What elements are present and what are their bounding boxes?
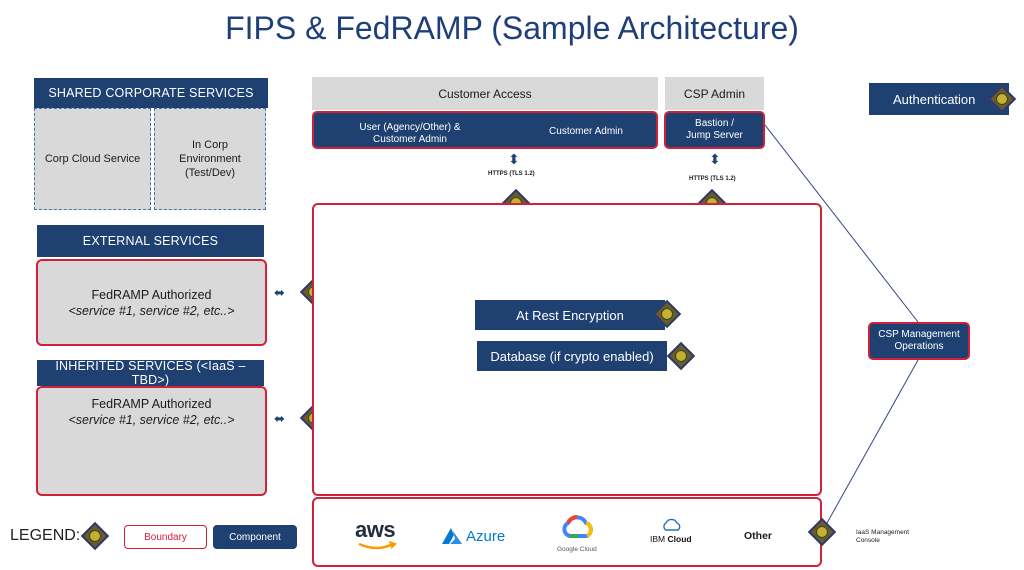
customer-vertical-arrow-icon: ⬍ xyxy=(508,151,520,167)
bastion-line1: Bastion / xyxy=(695,118,734,129)
fips-seal-icon xyxy=(666,341,696,371)
aws-logo-text: aws xyxy=(355,517,396,542)
corp-env-line3: (Test/Dev) xyxy=(184,167,236,179)
fips-seal-icon xyxy=(987,84,1017,114)
customer-access-header: Customer Access xyxy=(312,77,658,110)
corp-env-line2: Environment xyxy=(179,153,241,165)
corp-env-line1: In Corp xyxy=(191,139,229,151)
google-cloud-logo-text: Google Cloud xyxy=(557,546,597,553)
csp-https-label: HTTPS (TLS 1.2) xyxy=(689,176,736,182)
ibm-cloud-logo-text: IBM Cloud xyxy=(650,534,692,544)
external-services-box: FedRAMP Authorized <service #1, service … xyxy=(36,259,267,346)
csp-admin-header: CSP Admin xyxy=(665,77,764,110)
legend-boundary-label: Boundary xyxy=(144,531,187,543)
fips-seal-icon xyxy=(652,299,682,329)
at-rest-encryption-label: At Rest Encryption xyxy=(516,307,624,323)
inherited-fedramp-label: FedRAMP Authorized xyxy=(91,397,212,411)
authentication-box: Authentication xyxy=(869,83,1009,115)
iaas-mgmt-line1: IaaS Management xyxy=(856,529,910,536)
page-title: FIPS & FedRAMP (Sample Architecture) xyxy=(225,10,799,46)
external-services-list: <service #1, service #2, etc..> xyxy=(68,303,235,318)
google-cloud-icon xyxy=(562,515,593,538)
corp-environment-box: In Corp Environment (Test/Dev) xyxy=(154,108,266,210)
database-label: Database (if crypto enabled) xyxy=(490,348,654,364)
customer-access-box: User (Agency/Other) & Customer Admin Cus… xyxy=(312,111,658,149)
csp-mgmt-line1: CSP Management xyxy=(878,329,960,340)
at-rest-encryption-box: At Rest Encryption xyxy=(475,300,665,330)
inherited-services-box: FedRAMP Authorized <service #1, service … xyxy=(36,386,267,496)
fips-seal-icon xyxy=(80,521,110,551)
database-box: Database (if crypto enabled) xyxy=(477,341,667,371)
ibm-cloud-logo: IBM Cloud xyxy=(650,518,696,548)
csp-mgmt-to-console-line xyxy=(821,359,919,533)
fips-seal-icon xyxy=(807,517,837,547)
legend-label: LEGEND: xyxy=(10,527,81,544)
aws-smile-icon xyxy=(358,541,397,550)
legend-boundary: Boundary xyxy=(124,525,207,549)
corp-cloud-service-box: Corp Cloud Service xyxy=(34,108,151,210)
external-double-arrow-icon: ⬌ xyxy=(274,285,285,300)
ibm-cloud-word: Cloud xyxy=(667,534,692,544)
csp-vertical-arrow-icon: ⬍ xyxy=(709,151,721,167)
azure-icon xyxy=(442,528,462,544)
csp-mgmt-line2: Operations xyxy=(894,341,944,352)
other-provider-label: Other xyxy=(744,530,773,542)
legend-component: Component xyxy=(213,525,297,549)
iaas-management-console-label: IaaS Management Console xyxy=(856,529,909,545)
bastion-line2: Jump Server xyxy=(686,130,743,141)
aws-logo: aws xyxy=(355,517,405,553)
authentication-label: Authentication xyxy=(893,91,976,107)
user-agency-label: User (Agency/Other) & Customer Admin xyxy=(340,122,480,146)
azure-logo: Azure xyxy=(441,527,511,549)
ibm-word: IBM xyxy=(650,534,666,544)
customer-admin-label: Customer Admin xyxy=(549,126,623,137)
inherited-services-list: <service #1, service #2, etc..> xyxy=(68,413,235,427)
external-services-header: EXTERNAL SERVICES xyxy=(37,225,264,257)
external-fedramp-label: FedRAMP Authorized xyxy=(91,287,212,302)
csp-management-box: CSP Management Operations xyxy=(868,322,970,360)
user-agency-line1: User (Agency/Other) & xyxy=(359,122,461,133)
corp-cloud-service-label: Corp Cloud Service xyxy=(44,153,141,165)
bastion-jump-server-box: Bastion / Jump Server xyxy=(664,111,765,149)
google-cloud-logo: Google Cloud xyxy=(556,514,602,556)
shared-services-header: SHARED CORPORATE SERVICES xyxy=(34,78,268,108)
inherited-services-header: INHERITED SERVICES (<IaaS – TBD>) xyxy=(37,359,264,387)
bastion-to-csp-mgmt-line xyxy=(764,124,919,323)
azure-logo-text: Azure xyxy=(466,528,506,545)
user-agency-line2: Customer Admin xyxy=(373,134,447,145)
iaas-mgmt-line2: Console xyxy=(856,537,880,544)
inherited-double-arrow-icon: ⬌ xyxy=(274,411,285,426)
legend-component-label: Component xyxy=(229,531,281,543)
customer-https-label: HTTPS (TLS 1.2) xyxy=(488,171,535,177)
ibm-cloud-icon xyxy=(663,518,681,531)
